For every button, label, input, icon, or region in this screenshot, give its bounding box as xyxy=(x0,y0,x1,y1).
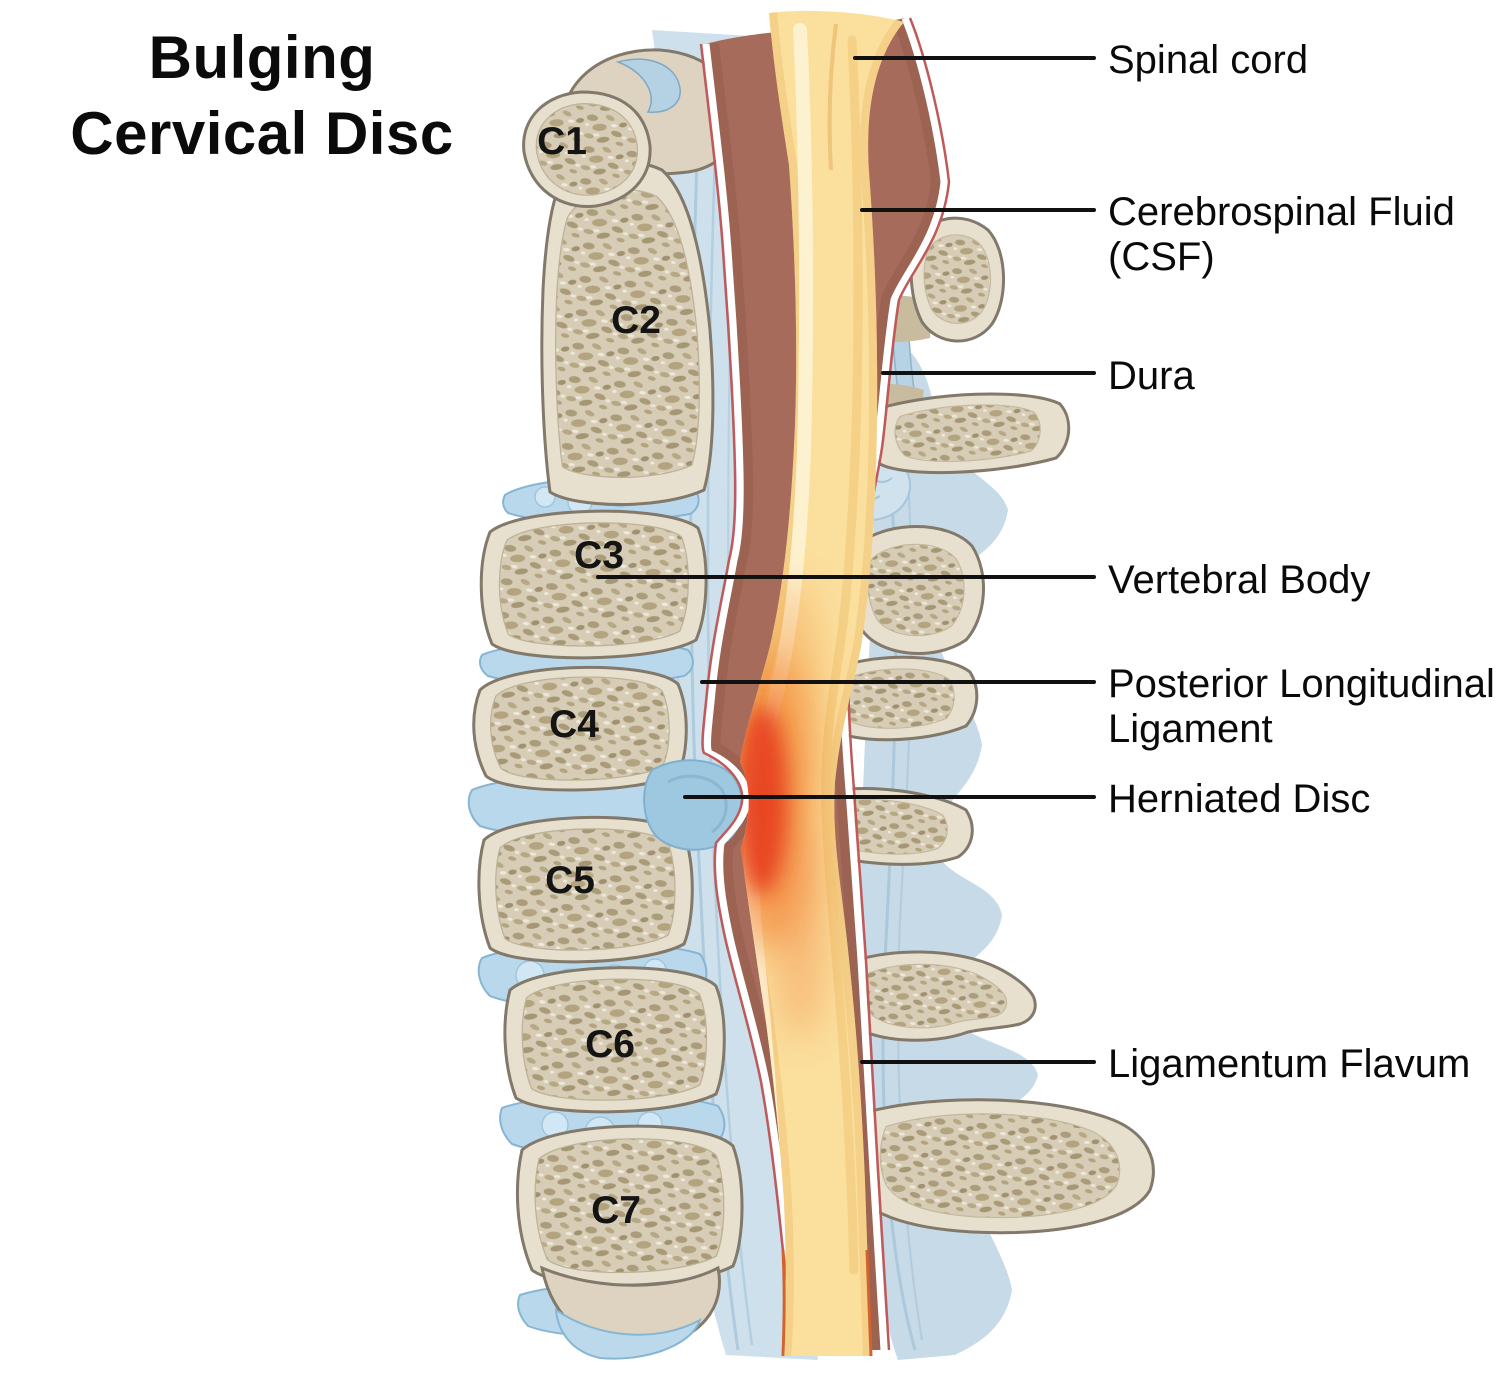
spinous-process-6 xyxy=(833,950,1037,1042)
title-line-2: Cervical Disc xyxy=(70,100,454,167)
label-posterior-longitudinal-ligament: Posterior Longitudinal Ligament xyxy=(1108,662,1495,752)
title-line-1: Bulging xyxy=(148,24,376,91)
label-vertebral-body-text: Vertebral Body xyxy=(1108,558,1371,602)
vertebra-label-c6: C6 xyxy=(585,1023,635,1066)
label-pll-line1: Posterior Longitudinal xyxy=(1108,662,1495,706)
vertebra-label-c7: C7 xyxy=(591,1189,641,1232)
vertebra-label-c3: C3 xyxy=(574,534,624,577)
vertebra-c3 xyxy=(479,509,708,660)
label-pll-line2: Ligament xyxy=(1108,707,1273,751)
vertebra-c1 xyxy=(522,90,652,208)
vertebra-label-c1: C1 xyxy=(537,120,587,163)
label-herniated-disc-text: Herniated Disc xyxy=(1108,777,1371,821)
vertebra-c2 xyxy=(540,160,715,506)
spinous-process-7 xyxy=(845,1098,1155,1235)
diagram-title: Bulging Cervical Disc xyxy=(16,20,508,172)
vertebra-label-c2: C2 xyxy=(611,299,661,342)
label-dura: Dura xyxy=(1108,354,1195,399)
label-vertebral-body: Vertebral Body xyxy=(1108,558,1370,603)
spinous-process-2 xyxy=(865,392,1071,475)
label-cerebrospinal-fluid: Cerebrospinal Fluid (CSF) xyxy=(1108,190,1455,280)
label-spinal-cord-text: Spinal cord xyxy=(1108,38,1309,82)
vertebra-c7 xyxy=(515,1124,744,1287)
vertebra-label-c4: C4 xyxy=(549,703,599,746)
label-dura-text: Dura xyxy=(1108,354,1195,398)
vertebra-c4 xyxy=(472,665,688,792)
label-csf-line2: (CSF) xyxy=(1108,235,1215,279)
label-csf-line1: Cerebrospinal Fluid xyxy=(1108,190,1455,234)
atlas-arch-blue xyxy=(615,58,681,113)
label-herniated-disc: Herniated Disc xyxy=(1108,777,1370,822)
vertebra-c6 xyxy=(503,966,726,1114)
sub-c7-disc-sliver xyxy=(554,1307,702,1360)
label-ligamentum-flavum: Ligamentum Flavum xyxy=(1108,1042,1470,1087)
spinous-process-3 xyxy=(848,525,985,655)
vertebra-c5 xyxy=(477,815,694,964)
vertebral-column xyxy=(472,48,744,1360)
leader-lines xyxy=(596,56,1096,1064)
label-ligamentum-flavum-text: Ligamentum Flavum xyxy=(1108,1042,1471,1086)
label-spinal-cord: Spinal cord xyxy=(1108,38,1308,83)
vertebra-label-c5: C5 xyxy=(545,859,595,902)
spinous-process-1 xyxy=(909,216,1006,343)
